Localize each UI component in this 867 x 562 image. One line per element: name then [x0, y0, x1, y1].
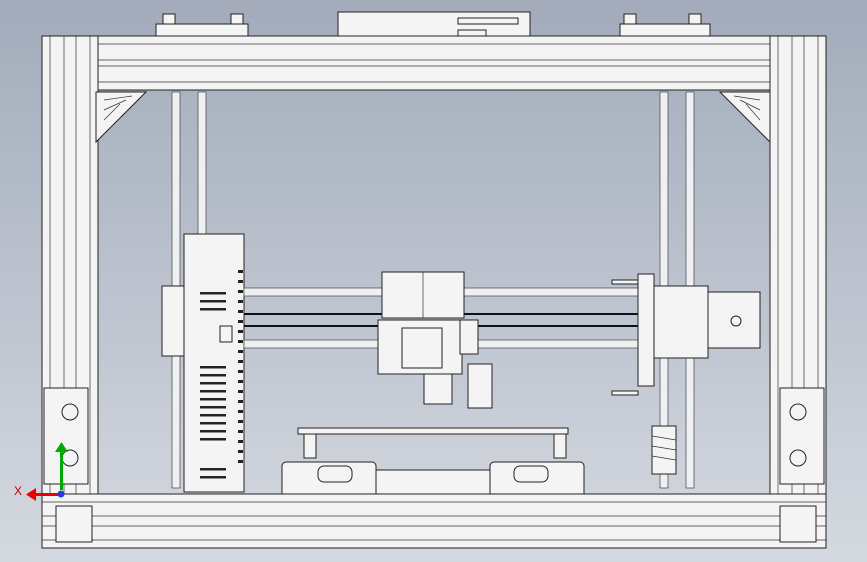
- x-motor-mount: [637, 273, 655, 387]
- left-end-cap: [55, 505, 93, 543]
- triad-x-label: X: [14, 484, 23, 498]
- z-coupler: [651, 425, 677, 475]
- bottom-extrusion: [41, 493, 827, 549]
- power-supply: [183, 233, 245, 493]
- top-left-plate: [155, 23, 249, 37]
- right-end-cap: [779, 505, 817, 543]
- triad-z-axis: [57, 490, 65, 498]
- right-foot-bracket: [779, 387, 825, 485]
- left-foot-bracket: [43, 387, 89, 485]
- right-corner-bracket: [718, 91, 771, 144]
- psu-voltage-switch: [219, 325, 233, 343]
- top-right-plate: [619, 23, 711, 37]
- hotend: [423, 373, 453, 405]
- bed-spring-left: [303, 433, 317, 459]
- triad-x-axis: [34, 493, 62, 496]
- top-extrusion: [95, 35, 771, 91]
- psu-vents: [200, 292, 226, 479]
- bed-spring-right: [553, 433, 567, 459]
- top-bolts: [162, 13, 702, 25]
- left-corner-bracket: [95, 91, 148, 144]
- triad-y-axis: [60, 450, 63, 490]
- part-cooling-fan: [467, 363, 493, 409]
- print-bed: [297, 427, 569, 435]
- y-motor: [375, 469, 491, 497]
- axis-triad: [26, 442, 68, 501]
